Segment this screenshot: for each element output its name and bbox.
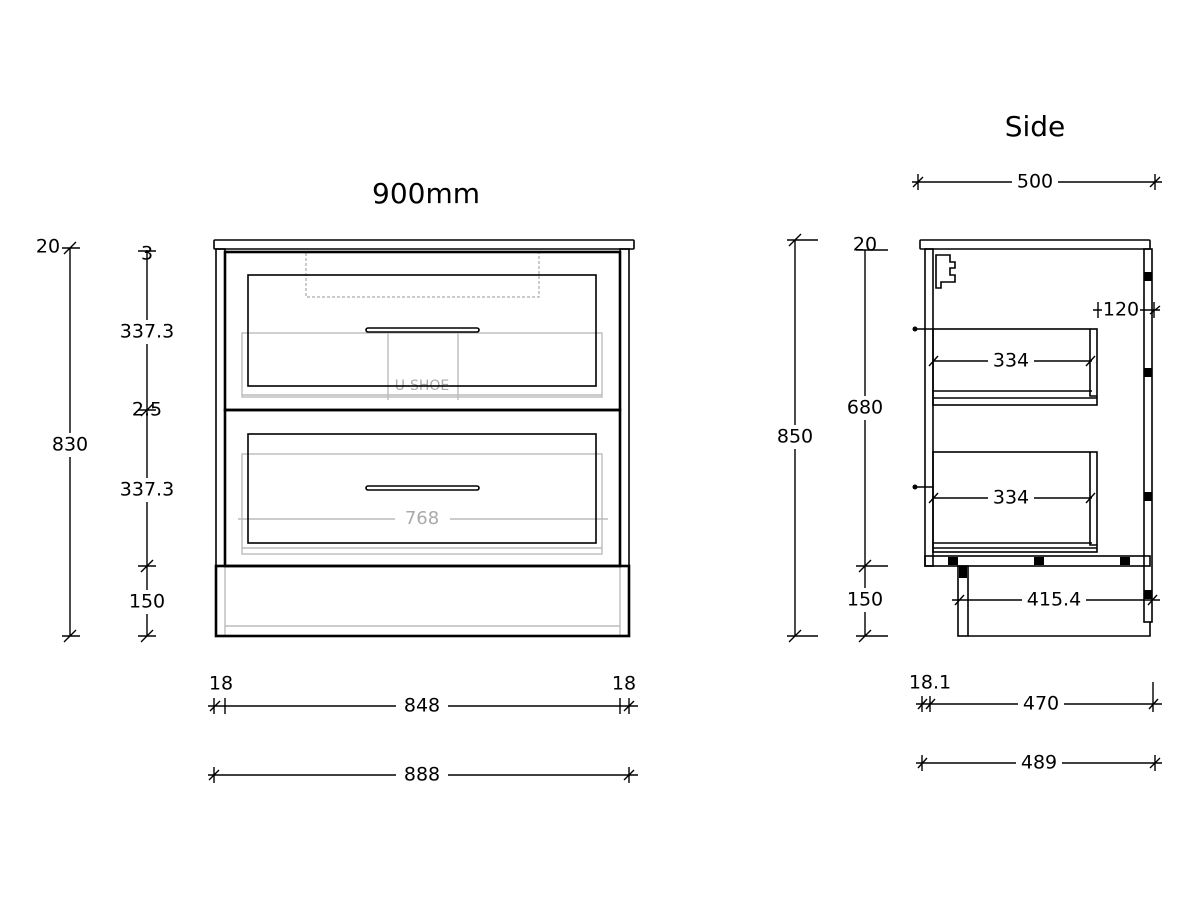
dim-drawer-gap: 2.5 bbox=[132, 399, 162, 421]
top-drawer-handle bbox=[365, 327, 480, 333]
side-top-drawer bbox=[932, 328, 1098, 406]
front-height-dims: 20 830 3 337.3 2.5 337.3 150 bbox=[30, 236, 184, 643]
dim-side-kick: 150 bbox=[847, 589, 883, 611]
side-view: Side 500 120 334 334 41 bbox=[775, 110, 1162, 775]
back-panel-fixing bbox=[1144, 492, 1152, 501]
top-drawer-panel bbox=[247, 274, 597, 387]
hidden-dim-768: 768 bbox=[405, 508, 439, 529]
side-benchtop bbox=[919, 239, 1151, 250]
front-width-dims: 18 18 848 888 bbox=[208, 673, 638, 787]
dim-top-gap: 3 bbox=[141, 243, 153, 265]
dim-carcass-depth: 470 bbox=[1023, 693, 1059, 715]
dim-carcass-height: 680 bbox=[847, 397, 883, 419]
side-top-drawer-detail bbox=[933, 329, 1097, 399]
side-kick-outline bbox=[968, 622, 1151, 637]
side-back-panel bbox=[1143, 248, 1153, 623]
front-view-title: 900mm bbox=[372, 177, 480, 210]
dim-side-top-thickness: 20 bbox=[853, 234, 877, 256]
kick-fixing bbox=[959, 566, 967, 578]
dim-kick: 150 bbox=[129, 591, 165, 613]
back-panel-fixing bbox=[1144, 368, 1152, 377]
dim-side-overall-height: 850 bbox=[777, 426, 813, 448]
dim-front-thickness: 18.1 bbox=[909, 672, 951, 694]
back-panel-fixing bbox=[1144, 590, 1152, 599]
base-fixing bbox=[948, 557, 958, 565]
side-view-title: Side bbox=[1005, 110, 1066, 143]
dim-kick-depth: 415.4 bbox=[1027, 589, 1081, 611]
dim-drawer-bottom-depth: 334 bbox=[993, 487, 1029, 509]
front-view: 900mm 768 U-SHOE 20 830 3 bbox=[30, 177, 638, 787]
side-bottom-drawer bbox=[932, 451, 1098, 553]
side-front-edge bbox=[924, 248, 934, 567]
benchtop bbox=[213, 239, 635, 250]
base-fixing bbox=[1120, 557, 1130, 565]
dim-overall-height: 830 bbox=[52, 434, 88, 456]
dim-side-right: 18 bbox=[612, 673, 636, 695]
side-top-handle bbox=[912, 326, 933, 332]
dim-top-thickness: 20 bbox=[36, 236, 60, 258]
dim-drawer-top: 337.3 bbox=[120, 321, 174, 343]
dim-inner-width: 848 bbox=[404, 695, 440, 717]
dim-back-gap: 120 bbox=[1103, 299, 1139, 321]
dim-side-left: 18 bbox=[209, 673, 233, 695]
dim-drawer-bottom: 337.3 bbox=[120, 479, 174, 501]
dim-depth-top: 500 bbox=[1017, 171, 1053, 193]
back-panel-fixing bbox=[1144, 272, 1152, 281]
dim-overall-depth: 489 bbox=[1021, 752, 1057, 774]
hinge-icon bbox=[935, 254, 956, 289]
base-fixing bbox=[1034, 557, 1044, 565]
kick-board bbox=[214, 564, 631, 638]
side-bottom-drawer-detail bbox=[933, 452, 1097, 549]
hidden-lines: 768 U-SHOE bbox=[224, 253, 621, 636]
side-bottom-handle bbox=[912, 484, 933, 490]
bottom-drawer-handle bbox=[365, 485, 480, 491]
right-side-panel bbox=[619, 248, 630, 567]
left-side-panel bbox=[215, 248, 226, 567]
bottom-drawer-panel bbox=[247, 433, 597, 544]
dim-drawer-top-depth: 334 bbox=[993, 350, 1029, 372]
dim-overall-width: 888 bbox=[404, 764, 440, 786]
side-base bbox=[924, 555, 1151, 567]
